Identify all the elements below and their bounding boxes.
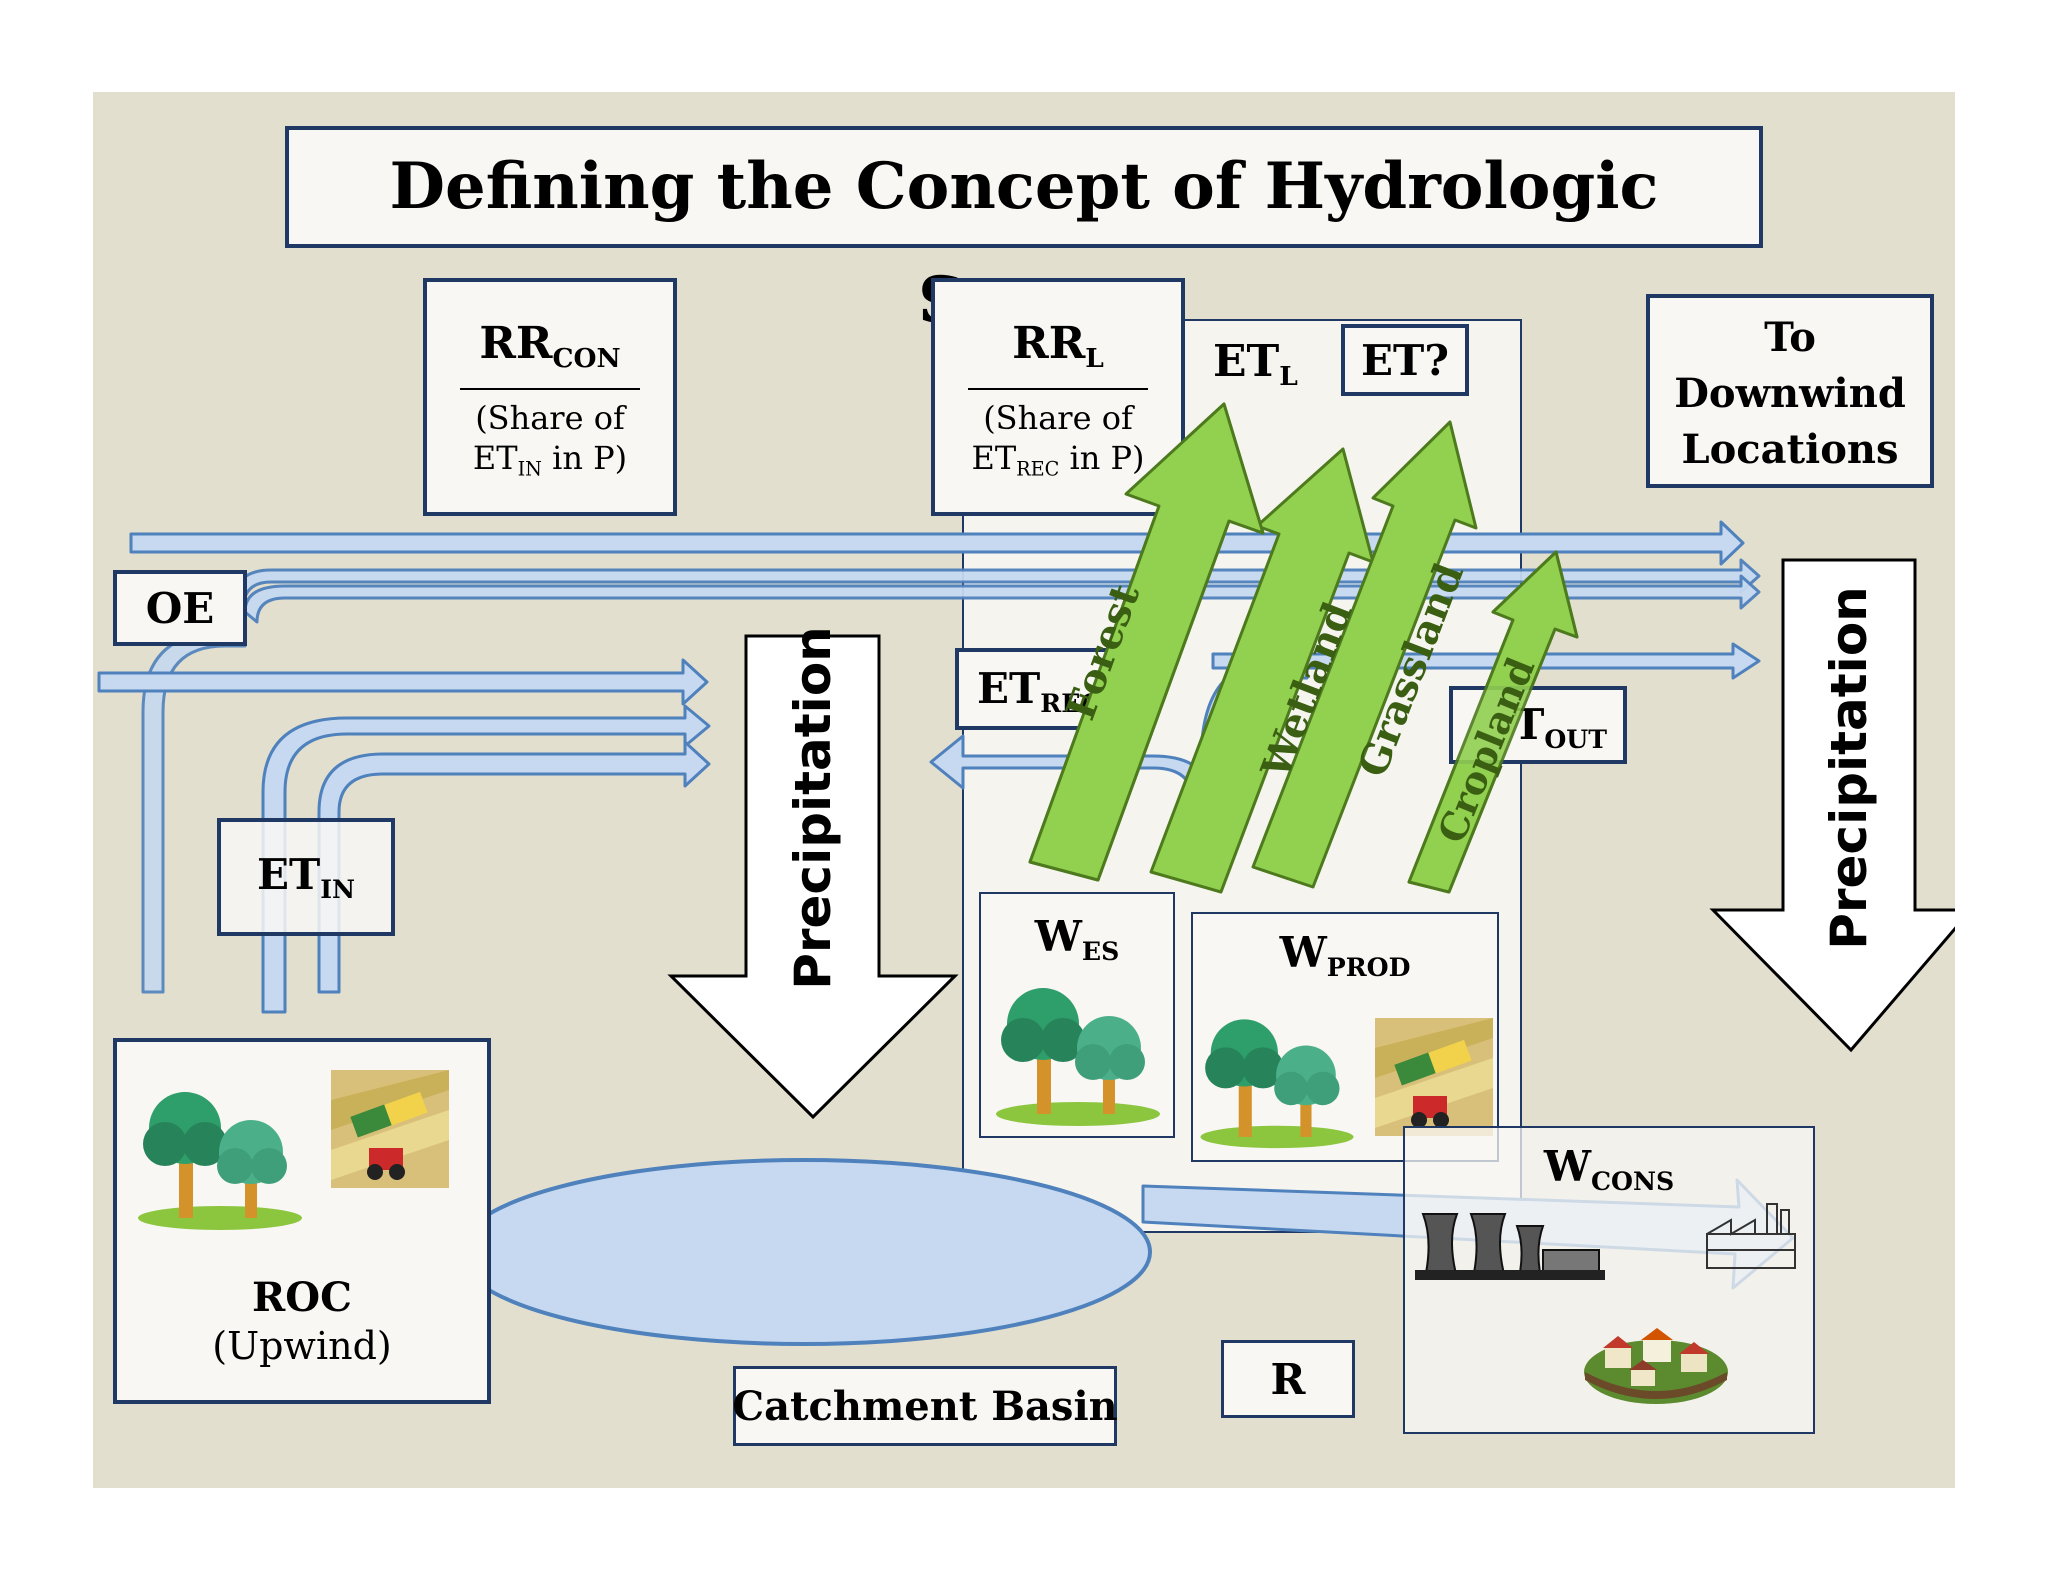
factory-icon <box>1706 1203 1796 1269</box>
w-es-box: WES <box>979 892 1175 1138</box>
roc-box: ROC (Upwind) <box>113 1038 491 1404</box>
rr-l-box: RRL (Share of ETREC in P) <box>931 278 1185 516</box>
et-unknown-box: ET? <box>1341 324 1469 396</box>
catchment-basin-box: Catchment Basin <box>732 1366 1118 1446</box>
land-cover-overlay <box>1028 402 1579 894</box>
grassland-arrow <box>1251 420 1478 889</box>
rr-con-desc: (Share of ETIN in P) <box>472 399 628 481</box>
w-cons-box: WCONS <box>1403 1126 1815 1434</box>
slide-background: Defining the Concept of Hydrologic Space… <box>93 92 1955 1488</box>
roc-harvester-icon <box>331 1070 449 1188</box>
w-es-trees-icon <box>996 988 1160 1126</box>
rr-l-desc: (Share of ETREC in P) <box>971 399 1145 481</box>
wetland-arrow <box>1149 447 1375 894</box>
rr-l-rule <box>968 388 1148 391</box>
rr-con-label: RRCON <box>479 318 621 375</box>
et-in-flow-2 <box>317 740 711 994</box>
w-es-label: WES <box>1034 912 1120 966</box>
upper-flow-arrow-1 <box>129 520 1745 566</box>
w-prod-trees-icon <box>1200 1019 1354 1149</box>
rr-con-box: RRCON (Share of ETIN in P) <box>423 278 677 516</box>
village-icon <box>1584 1328 1728 1404</box>
power-plant-icon <box>1415 1213 1605 1280</box>
forest-arrow-front <box>1028 402 1265 882</box>
w-prod-label: WPROD <box>1279 928 1411 982</box>
oe-box: OE <box>113 570 247 646</box>
w-prod-harvester-icon <box>1375 1018 1493 1136</box>
et-l-label: ETL <box>1213 336 1298 393</box>
et-in-flow-1 <box>261 704 711 1014</box>
cropland-arrow-front <box>1407 550 1579 894</box>
runoff-r-box: R <box>1221 1340 1355 1418</box>
rr-l-label: RRL <box>1012 318 1104 375</box>
roc-upwind-label: (Upwind) <box>212 1324 392 1368</box>
precipitation-label-left: Precipitation <box>784 626 842 990</box>
precipitation-arrow-right <box>1709 558 1955 1053</box>
oe-to-precip-arrow <box>97 658 709 706</box>
precipitation-arrow-left <box>667 634 959 1120</box>
et-in-box: ETIN <box>217 818 395 936</box>
w-cons-label: WCONS <box>1543 1142 1675 1196</box>
precipitation-label-right: Precipitation <box>1820 586 1878 950</box>
w-prod-box: WPROD <box>1191 912 1499 1162</box>
roc-trees-icon <box>138 1092 302 1230</box>
rr-con-rule <box>460 388 640 391</box>
downwind-box: To Downwind Locations <box>1646 294 1934 488</box>
roc-label: ROC <box>252 1274 352 1321</box>
